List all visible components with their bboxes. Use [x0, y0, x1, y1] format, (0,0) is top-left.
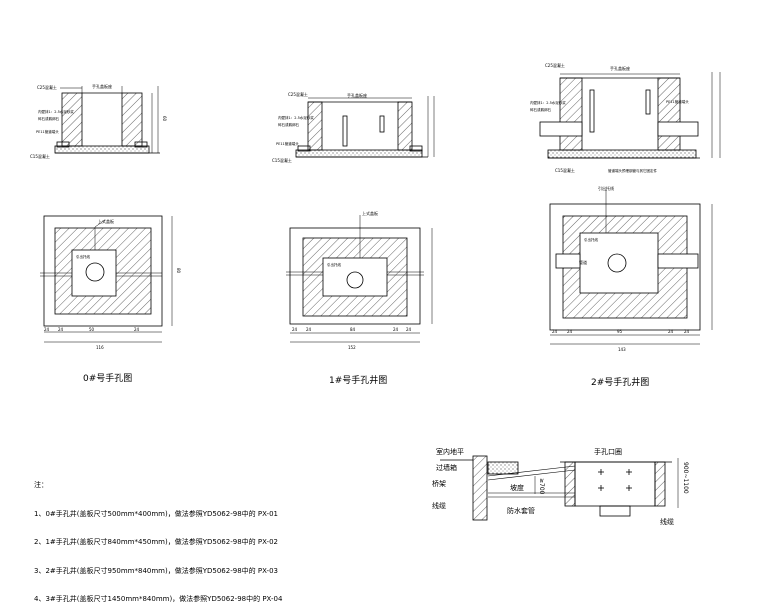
- plan1-dim-4: 24: [393, 327, 399, 332]
- notes-title: 注：: [34, 481, 48, 489]
- section2-label-1: C25混凝土: [545, 62, 565, 68]
- plan1-total-width: 152: [348, 345, 356, 350]
- caption-1: 1#号手孔井图: [329, 374, 387, 386]
- section-2: [539, 72, 721, 159]
- section0-label-6: C15混凝土: [30, 153, 50, 159]
- plan0-dim-3: 50: [89, 327, 95, 332]
- plan2-dim-3: 95: [617, 329, 623, 334]
- detail-label-4: 线缆: [432, 501, 446, 510]
- plan-0: [40, 215, 173, 343]
- notes-line-3: 3、2#手孔井(盖板尺寸950mm*840mm)，做法参照YD5062-98中的…: [34, 566, 278, 575]
- plan0-dim-1: 24: [44, 327, 50, 332]
- plan2-total-width: 143: [618, 347, 626, 352]
- plan1-label-2: 引出托线: [327, 262, 341, 267]
- plan2-dim-4: 24: [668, 329, 674, 334]
- detail-label-3: 桥架: [432, 479, 446, 488]
- section0-label-3: 内壁抹1：2.5水泥砂浆: [38, 109, 74, 114]
- notes-line-1: 1、0#手孔井(盖板尺寸500mm*400mm)，做法参照YD5062-98中的…: [34, 509, 278, 518]
- section2-label-7: 管道端头预埋钢管与其它固定件: [608, 168, 657, 173]
- section-1: [295, 96, 435, 158]
- section0-label-1: C25混凝土: [37, 84, 57, 90]
- plan0-dim-v1: 80: [176, 268, 181, 274]
- plan2-label-2: 管道: [579, 259, 587, 265]
- plan1-dim-5: 24: [406, 327, 412, 332]
- section2-label-6: C15混凝土: [555, 167, 575, 173]
- plan1-dim-2: 24: [306, 327, 312, 332]
- section1-label-1: C25混凝土: [288, 91, 308, 97]
- caption-2: 2#号手孔井图: [591, 376, 649, 388]
- section1-label-4: 碎石或鹅卵石: [278, 122, 299, 127]
- plan0-total-width: 116: [96, 345, 104, 350]
- section2-label-2: 手孔盖板座: [610, 65, 630, 71]
- section2-label-3: 内壁抹1：2.5水泥砂浆: [530, 100, 566, 105]
- section1-label-2: 手孔盖板座: [347, 92, 367, 98]
- section1-label-5: PE11管道端头: [276, 141, 299, 146]
- section1-label-3: 内壁抹1：2.5水泥砂浆: [278, 115, 314, 120]
- plan2-dim-2: 24: [567, 329, 573, 334]
- caption-0: 0#号手孔图: [83, 372, 132, 384]
- plan2-label-1: 引出托线: [598, 185, 614, 191]
- section0-dim-v1: 60: [162, 116, 167, 122]
- notes: 注： 1、0#手孔井(盖板尺寸500mm*400mm)，做法参照YD5062-9…: [34, 462, 282, 614]
- plan2-dim-5: 24: [684, 329, 690, 334]
- notes-line-2: 2、1#手孔井(盖板尺寸840mm*450mm)，做法参照YD5062-98中的…: [34, 538, 278, 546]
- plan-1: [286, 215, 433, 343]
- detail-label-1: 室内地平: [436, 447, 464, 456]
- section0-label-2: 手孔盖板座: [92, 83, 112, 89]
- plan1-label-1: 上式盖板: [362, 210, 378, 216]
- detail-label-2: 过墙箱: [436, 463, 457, 472]
- section-0: [54, 86, 160, 154]
- plan1-dim-3: 84: [350, 327, 356, 332]
- section2-label-4: 碎石或鹅卵石: [530, 107, 551, 112]
- install-detail: [440, 455, 679, 521]
- plan0-label-2: 引出托线: [76, 254, 90, 259]
- notes-line-4: 4、3#手孔井(盖板尺寸1450mm*840mm)，做法参照YD5062-98中…: [34, 595, 283, 603]
- section2-label-5: PE11管道端头: [666, 99, 689, 104]
- detail-label-10: 线缆: [660, 517, 674, 526]
- section0-label-4: 碎石或鹅卵石: [38, 116, 59, 121]
- plan1-dim-1: 24: [292, 327, 298, 332]
- plan2-label-3: 引出托线: [584, 237, 598, 242]
- detail-label-9: 900~1100: [682, 462, 689, 494]
- plan0-dim-2: 24: [58, 327, 64, 332]
- section0-label-5: PE11管道端头: [36, 129, 59, 134]
- detail-label-8: ≥700: [538, 478, 545, 495]
- detail-label-6: 防水套管: [507, 506, 535, 515]
- plan2-dim-1: 24: [552, 329, 558, 334]
- plan0-dim-4: 24: [134, 327, 140, 332]
- plan0-label-1: 上式盖板: [98, 218, 114, 224]
- section1-label-6: C15混凝土: [272, 157, 292, 163]
- plan-2: [549, 190, 713, 345]
- detail-label-5: 坡度: [510, 483, 524, 492]
- detail-label-7: 手孔口圈: [594, 447, 622, 456]
